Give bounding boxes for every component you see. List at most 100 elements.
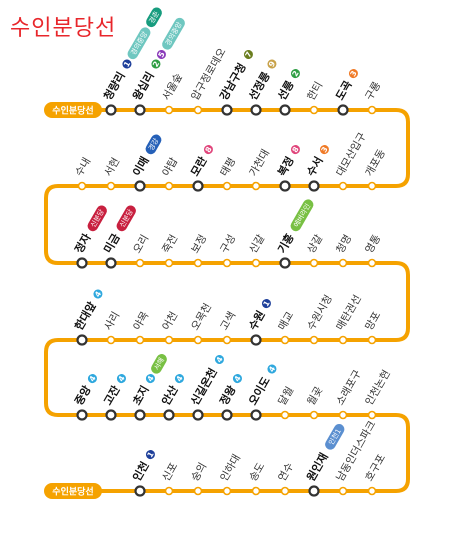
station-label-group: 신포 — [160, 460, 180, 483]
station[interactable]: 매탄권선 — [334, 293, 364, 345]
station[interactable]: 복정8 — [274, 142, 303, 192]
station[interactable]: 오목천 — [189, 301, 214, 345]
station[interactable]: 호구포 — [363, 452, 388, 496]
station-label-group: 월곶 — [305, 384, 325, 407]
line-badge — [267, 59, 277, 69]
line-pill — [151, 354, 167, 374]
station[interactable]: 수원1 — [245, 296, 274, 346]
line-badge-number: 5 — [156, 50, 166, 59]
station-label-group: 오목천 — [189, 301, 214, 332]
station-label-group: 안산4 — [158, 374, 185, 408]
station-marker — [76, 409, 88, 421]
line-pill — [325, 423, 345, 450]
line-pill — [146, 7, 162, 28]
station[interactable]: 수서3 — [303, 142, 332, 192]
station-label-group: 인천논현 — [363, 368, 393, 407]
station-marker — [338, 410, 348, 420]
terminal-pill — [44, 102, 102, 118]
station-name: 오목천 — [189, 301, 214, 332]
station[interactable]: 모란8 — [187, 142, 216, 192]
line-badge — [203, 145, 213, 155]
station-name: 매교 — [276, 309, 296, 332]
station-label-group: 어천 — [160, 310, 180, 333]
station-label-group: 고색 — [218, 310, 238, 333]
station-label-group: 선릉2 — [274, 69, 301, 103]
station[interactable]: 고잔4 — [100, 371, 129, 421]
station-name: 신길온천 — [187, 365, 219, 407]
station-label-group: 연수 — [276, 460, 296, 483]
station-name: 이매 — [129, 154, 151, 179]
station[interactable]: 중앙4 — [72, 372, 100, 421]
station-name: 정자 — [71, 230, 94, 255]
station[interactable]: 인천1 — [129, 447, 158, 497]
station-label-group: 모란8 — [187, 145, 214, 179]
station-label-group: 오리 — [131, 233, 151, 256]
station-name: 숭의 — [189, 461, 209, 484]
station[interactable]: 정왕4 — [216, 371, 245, 421]
station-label-group: 서울숲 — [160, 71, 185, 102]
station-label-group: 매교 — [276, 309, 296, 332]
station-marker — [164, 258, 174, 268]
station-label-group: 수내 — [73, 156, 93, 179]
station-marker — [134, 485, 146, 497]
station-marker — [76, 334, 88, 346]
station-marker — [105, 104, 117, 116]
station[interactable]: 선릉2 — [274, 66, 303, 116]
station[interactable]: 인하대 — [217, 452, 243, 496]
station[interactable]: 서울숲 — [160, 71, 185, 115]
station-marker — [309, 410, 319, 420]
station-name: 안산 — [158, 383, 180, 408]
station[interactable]: 수원시청 — [305, 293, 335, 345]
station[interactable]: 인천논현 — [363, 368, 393, 420]
station-label-group: 달월 — [276, 385, 296, 408]
line-badge-number: 8 — [290, 145, 300, 154]
station-label-group: 야탑 — [159, 155, 180, 179]
station-label-group: 망포 — [363, 309, 383, 332]
station[interactable]: 대모산입구 — [333, 130, 369, 191]
station-label-group: 영통 — [363, 232, 383, 255]
station-marker — [134, 409, 146, 421]
line-pill — [87, 205, 107, 232]
station-label-group: 숭의 — [189, 461, 209, 484]
station-name: 청명 — [334, 233, 354, 256]
station-name: 영통 — [363, 232, 383, 255]
station[interactable]: 안산4 — [158, 371, 187, 421]
station[interactable]: 소래포구 — [334, 368, 364, 420]
station[interactable]: 가천대 — [247, 147, 272, 191]
station-label-group: 야목 — [130, 309, 151, 333]
station-marker — [135, 258, 145, 268]
track-layer — [44, 108, 410, 493]
station-marker — [164, 486, 174, 496]
station-name: 인천 — [129, 459, 151, 484]
line-badge-number: 4 — [145, 374, 155, 383]
station-name: 초지 — [129, 383, 151, 408]
station-name: 망포 — [363, 309, 383, 332]
station-label-group: 서현 — [102, 156, 122, 179]
station-marker — [193, 335, 203, 345]
station-name: 미금 — [100, 231, 122, 256]
station-name: 고색 — [218, 310, 238, 333]
station[interactable]: 도곡3 — [333, 67, 361, 116]
line-pill — [127, 27, 151, 60]
station-name: 달월 — [276, 385, 296, 408]
station[interactable]: 개포동 — [363, 147, 388, 191]
station-marker — [222, 181, 232, 191]
station[interactable]: 압구정로데오 — [188, 46, 229, 115]
station-marker — [308, 180, 320, 192]
